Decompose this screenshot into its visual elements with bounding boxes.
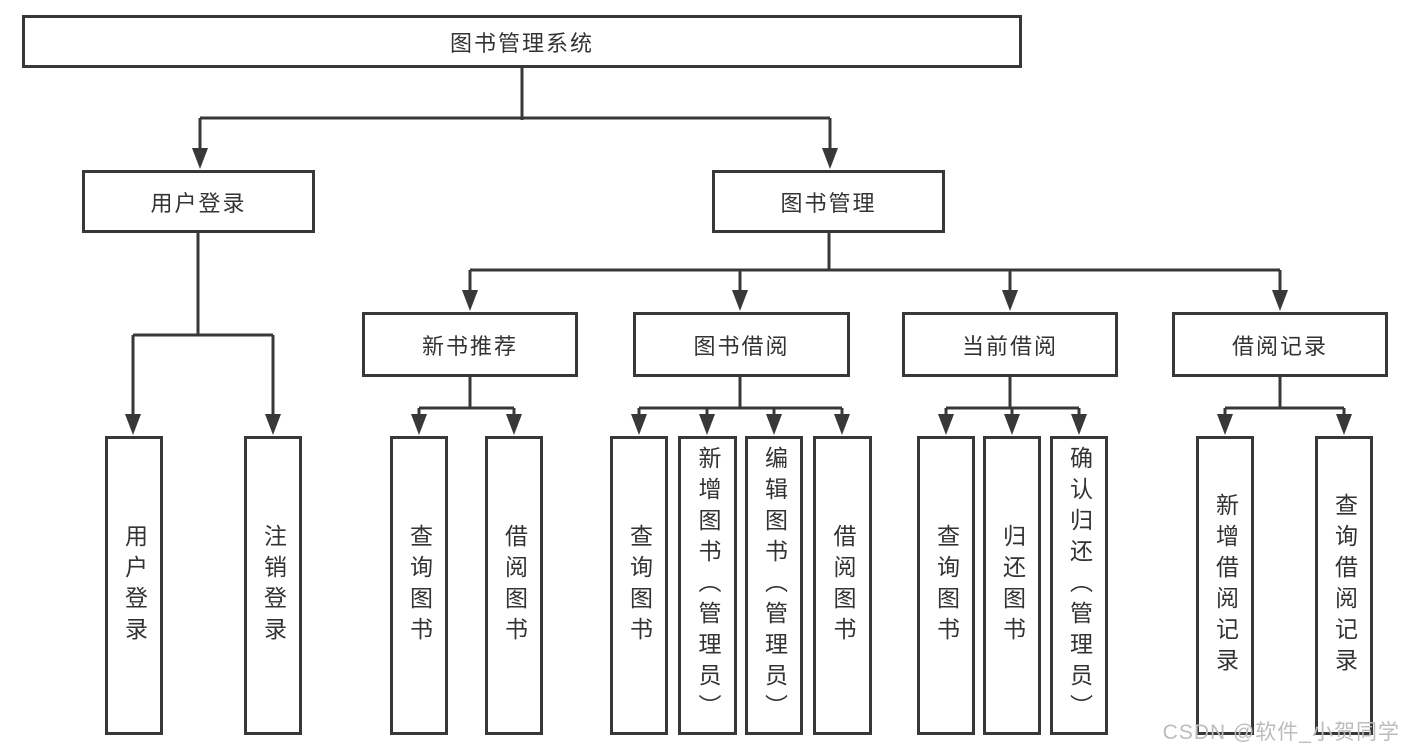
leaf-borrow-books: 借阅图书 xyxy=(813,436,872,735)
node-book-management: 图书管理 xyxy=(712,170,945,233)
arrowhead xyxy=(265,414,281,435)
watermark: CSDN @软件_小贺同学 xyxy=(1162,721,1400,744)
leaf-edit-book-admin: 编辑图书（管理员） xyxy=(745,436,803,735)
arrowhead xyxy=(1004,414,1020,435)
arrowhead xyxy=(506,414,522,435)
arrowhead xyxy=(1071,414,1087,435)
node-borrowing-records: 借阅记录 xyxy=(1172,312,1388,377)
node-root: 图书管理系统 xyxy=(22,15,1022,68)
arrowhead xyxy=(462,290,478,311)
arrowhead xyxy=(766,414,782,435)
leaf-confirm-return-admin: 确认归还（管理员） xyxy=(1050,436,1108,735)
arrowhead xyxy=(834,414,850,435)
leaf-query-books-borrow: 查询图书 xyxy=(610,436,668,735)
arrowhead xyxy=(732,290,748,311)
leaf-logout: 注销登录 xyxy=(244,436,302,735)
node-user-login: 用户登录 xyxy=(82,170,315,233)
arrowhead xyxy=(1217,414,1233,435)
arrowhead xyxy=(1272,290,1288,311)
node-current-borrowing: 当前借阅 xyxy=(902,312,1118,377)
leaf-add-book-admin: 新增图书（管理员） xyxy=(678,436,737,735)
arrowhead xyxy=(631,414,647,435)
arrowhead xyxy=(411,414,427,435)
arrowhead xyxy=(1336,414,1352,435)
arrowhead xyxy=(938,414,954,435)
tree-edges xyxy=(131,68,1346,418)
node-new-book-recommendation: 新书推荐 xyxy=(362,312,578,377)
arrowhead xyxy=(699,414,715,435)
arrowhead xyxy=(192,148,208,169)
leaf-add-borrow-record: 新增借阅记录 xyxy=(1196,436,1254,735)
leaf-return-books: 归还图书 xyxy=(983,436,1041,735)
leaf-borrow-books-recommend: 借阅图书 xyxy=(485,436,543,735)
leaf-query-borrow-record: 查询借阅记录 xyxy=(1315,436,1373,735)
arrowhead xyxy=(1002,290,1018,311)
leaf-query-books-recommend: 查询图书 xyxy=(390,436,448,735)
node-book-borrowing: 图书借阅 xyxy=(633,312,850,377)
leaf-query-books-current: 查询图书 xyxy=(917,436,975,735)
leaf-user-login: 用户登录 xyxy=(105,436,163,735)
arrowhead xyxy=(125,414,141,435)
arrowhead xyxy=(822,148,838,169)
